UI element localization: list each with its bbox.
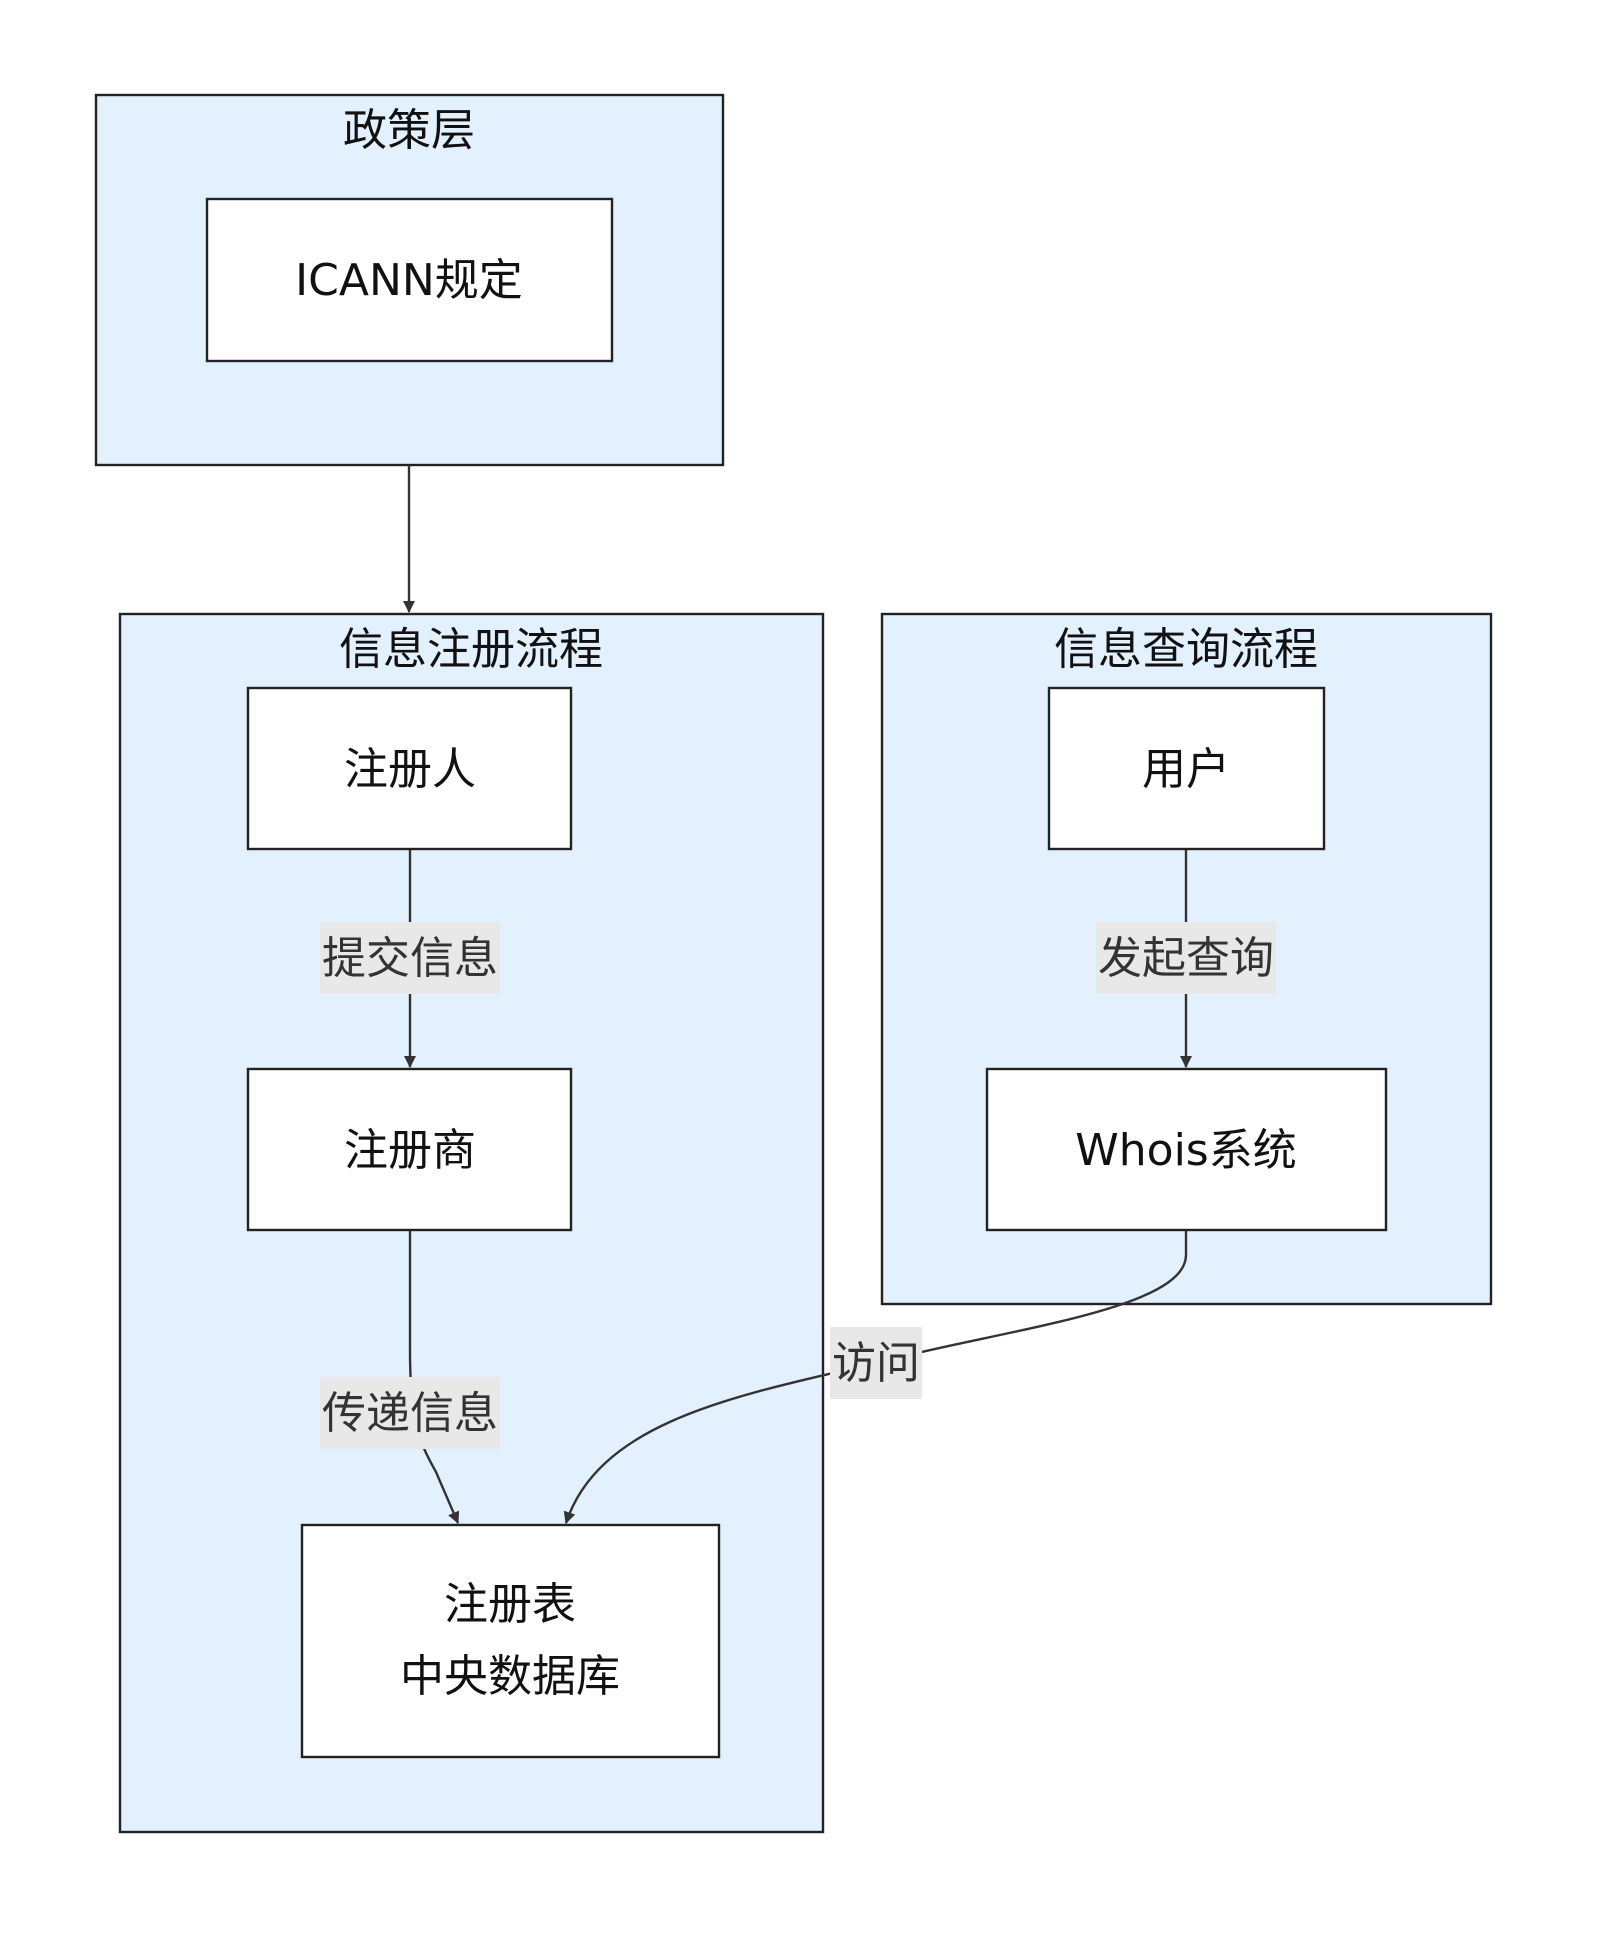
edge-label-access: 访问 (830, 1327, 922, 1399)
edge-label-submit: 提交信息 (320, 922, 500, 994)
cluster-title-policy: 政策层 (343, 105, 475, 156)
node-icann: ICANN规定 (205, 197, 614, 363)
node-registrar-label: 注册商 (344, 1125, 476, 1176)
node-registrar: 注册商 (246, 1067, 573, 1232)
edge-label-query-text: 发起查询 (1098, 933, 1274, 984)
edge-label-transfer: 传递信息 (320, 1377, 500, 1449)
edge-label-submit-text: 提交信息 (322, 933, 498, 984)
edge-label-query: 发起查询 (1096, 922, 1276, 994)
cluster-title-query: 信息查询流程 (1054, 624, 1318, 675)
cluster-title-register: 信息注册流程 (339, 624, 603, 675)
node-whois: Whois系统 (985, 1067, 1388, 1232)
node-registry-label-line2: 中央数据库 (400, 1651, 620, 1702)
node-user-label: 用户 (1142, 744, 1230, 795)
edge-label-access-text: 访问 (832, 1338, 920, 1389)
node-whois-label: Whois系统 (1075, 1125, 1296, 1176)
node-registrant-label: 注册人 (344, 744, 476, 795)
node-icann-label: ICANN规定 (295, 255, 523, 306)
node-registrant: 注册人 (246, 686, 573, 851)
edge-label-transfer-text: 传递信息 (322, 1388, 498, 1439)
node-user: 用户 (1047, 686, 1326, 851)
node-registry-label-line1: 注册表 (444, 1579, 576, 1630)
node-registry: 注册表 中央数据库 (300, 1523, 721, 1759)
